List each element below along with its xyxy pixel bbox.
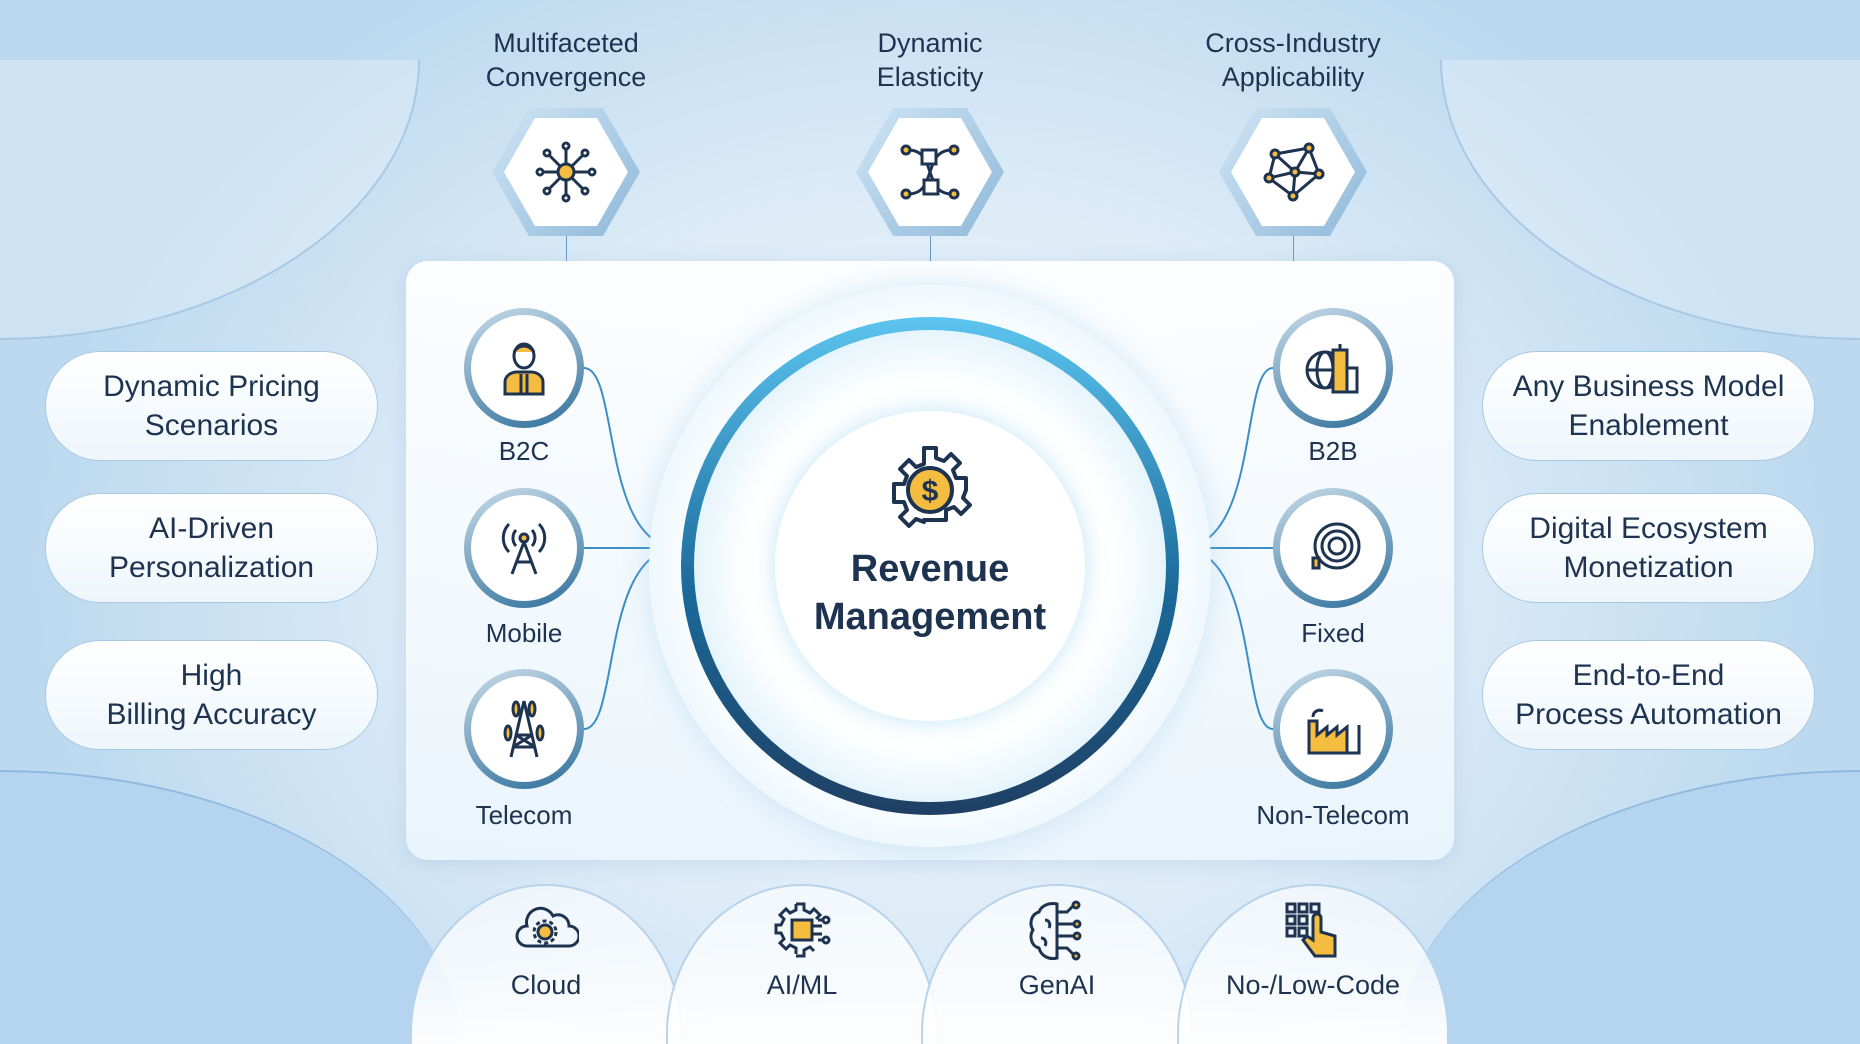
grid-hand-icon	[1285, 902, 1337, 958]
node-label: Telecom	[475, 800, 573, 830]
feature-label: Applicability	[1221, 62, 1365, 92]
feature-label: Cross-Industry	[1205, 28, 1381, 58]
center-title: Revenue	[850, 548, 1010, 590]
pill-text: Scenarios	[144, 409, 279, 442]
pill-text: Digital Ecosystem	[1529, 512, 1768, 545]
node-b2c	[464, 308, 584, 428]
antenna-icon	[501, 522, 547, 575]
pill-text: Personalization	[108, 551, 315, 584]
center-title: Management	[813, 596, 1047, 638]
cubes-flow-icon	[900, 144, 960, 200]
node-mobile	[464, 488, 584, 608]
feature-label: Multifaceted	[493, 28, 639, 58]
mesh-network-icon	[1263, 142, 1325, 202]
pill-text: Dynamic Pricing	[103, 370, 320, 403]
pill-text: Any Business Model	[1512, 370, 1785, 403]
person-icon	[503, 342, 545, 396]
fiber-icon	[1311, 522, 1361, 570]
feature-label: Convergence	[485, 62, 647, 92]
node-label: B2B	[1308, 436, 1358, 466]
pill-text: Monetization	[1563, 551, 1734, 584]
feature-label: Dynamic	[877, 28, 983, 58]
node-label: B2C	[498, 436, 550, 466]
tower-icon	[503, 700, 545, 758]
revenue-management-hub: $ Revenue Management	[775, 440, 1085, 641]
node-telecom	[464, 669, 584, 789]
pill-text: End-to-End	[1572, 659, 1725, 692]
pill-text: High	[180, 659, 243, 692]
node-b2b	[1273, 308, 1393, 428]
cloud-gear-icon	[515, 906, 579, 948]
gear-dollar-icon: $	[892, 446, 972, 528]
tech-label: Cloud	[510, 970, 582, 1000]
globe-building-icon	[1305, 344, 1359, 394]
svg-text:$: $	[922, 475, 939, 508]
node-label: Non-Telecom	[1256, 800, 1410, 830]
tech-label: AI/ML	[766, 970, 838, 1000]
pill-text: AI-Driven	[148, 512, 275, 545]
factory-icon	[1307, 708, 1361, 755]
node-non-telecom	[1273, 669, 1393, 789]
pill-text: Billing Accuracy	[106, 698, 317, 731]
pill-text: Enablement	[1568, 409, 1729, 442]
node-fixed	[1273, 488, 1393, 608]
brain-circuit-icon	[1029, 900, 1082, 961]
chip-icon	[774, 902, 831, 958]
feature-label: Elasticity	[876, 62, 984, 92]
tech-label: No-/Low-Code	[1225, 970, 1401, 1000]
tech-label: GenAI	[1018, 970, 1096, 1000]
node-label: Mobile	[485, 618, 563, 648]
pill-text: Process Automation	[1515, 698, 1782, 731]
network-hub-icon	[535, 141, 597, 203]
node-label: Fixed	[1301, 618, 1365, 648]
